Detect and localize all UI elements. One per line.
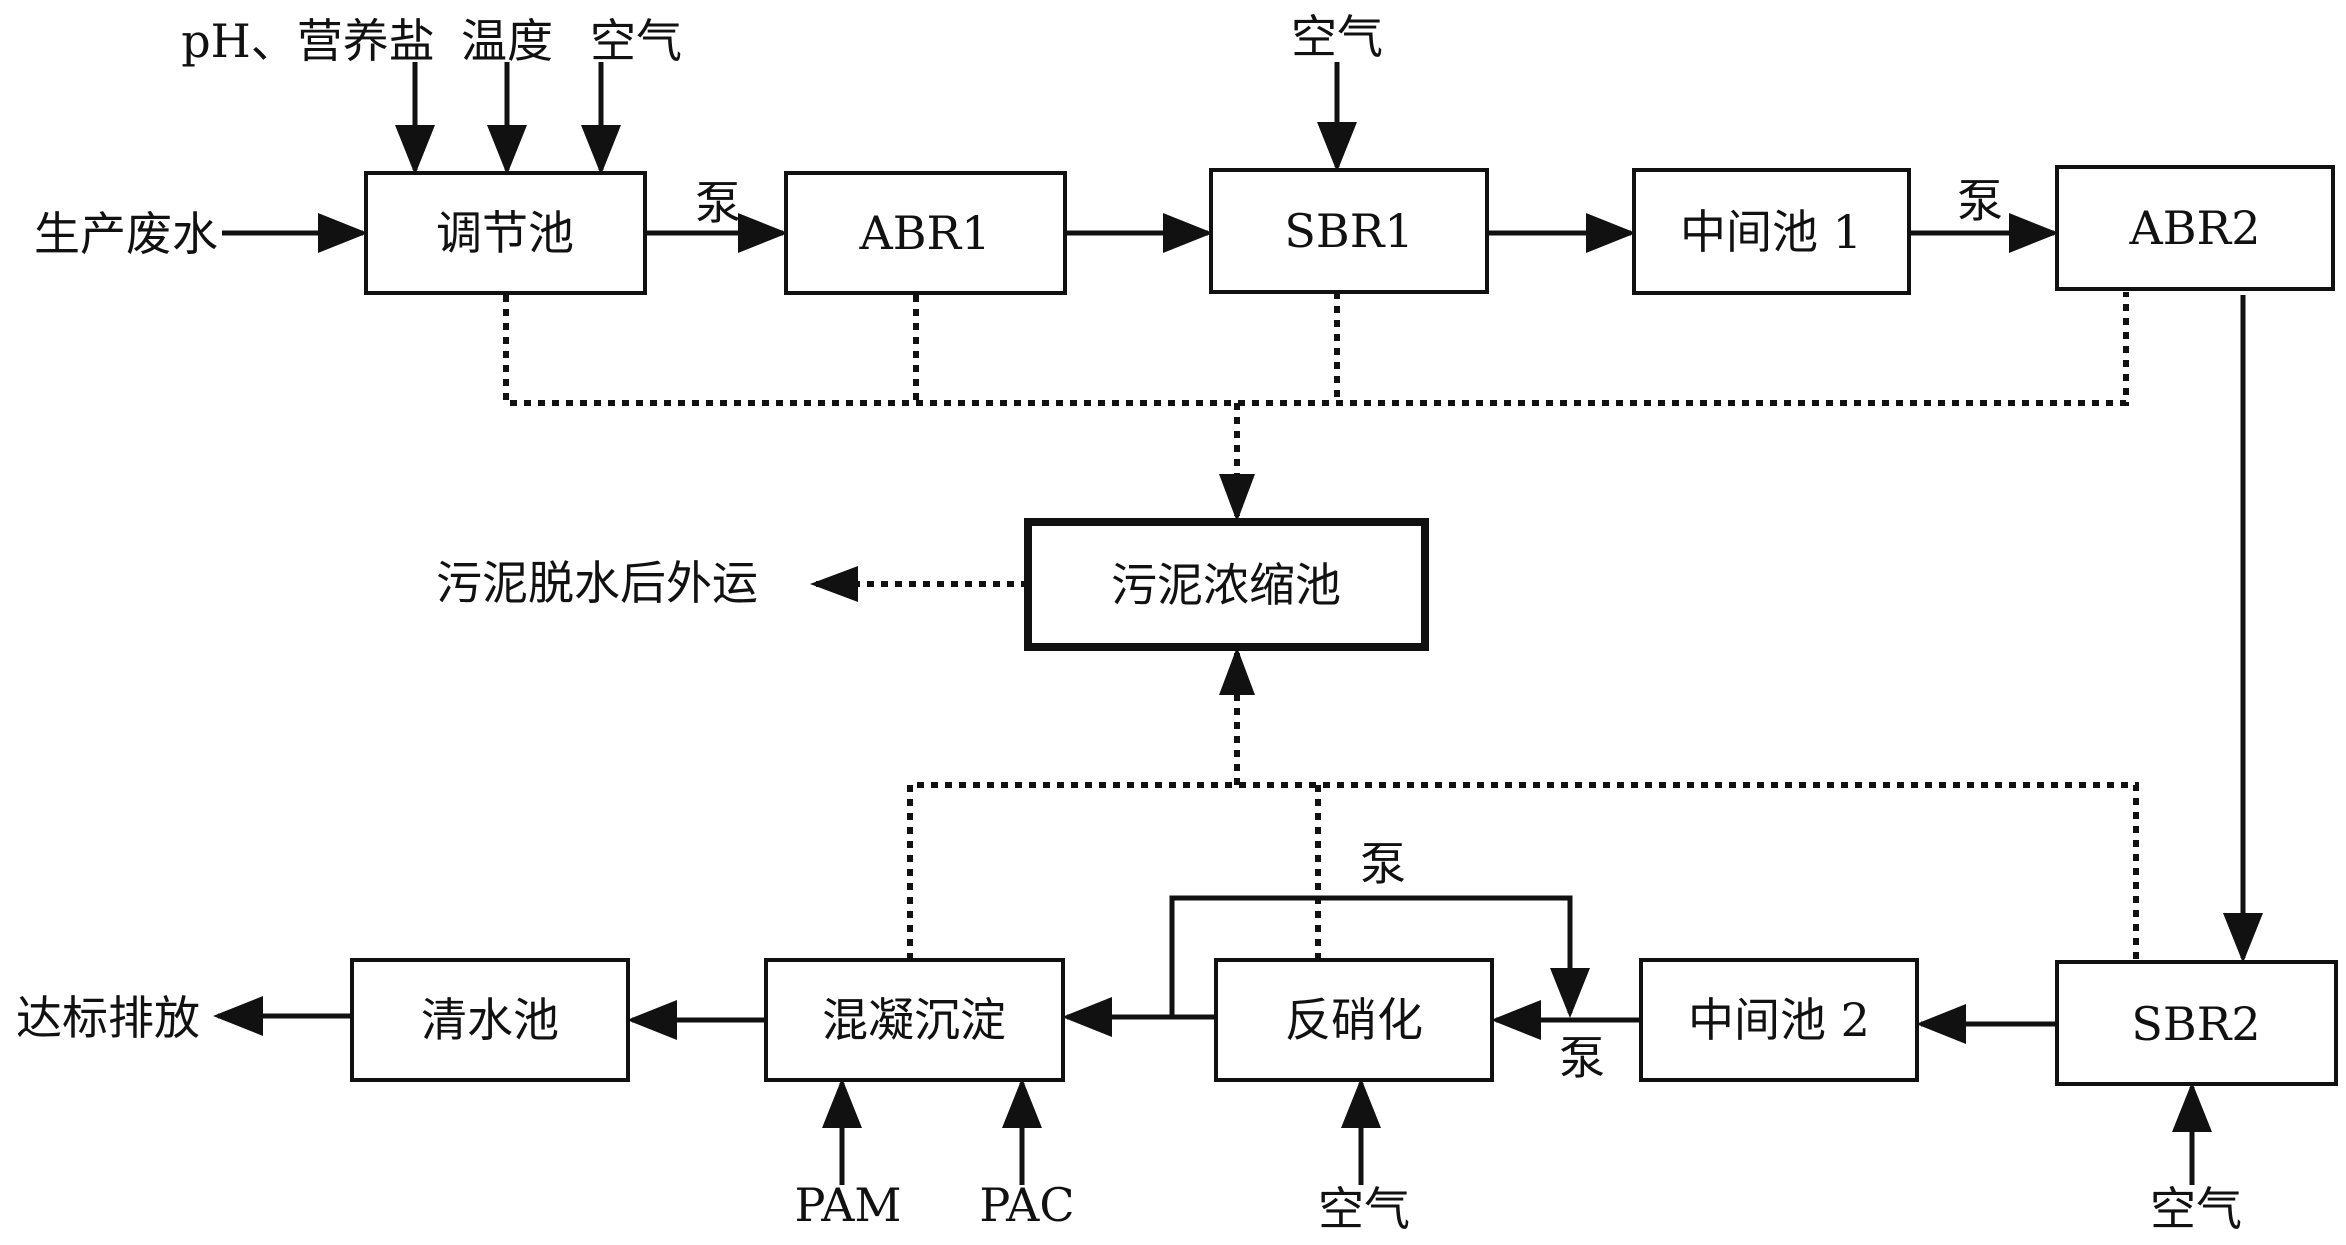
unit-denitrification-label: 反硝化 bbox=[1285, 993, 1423, 1047]
sludge-collection-top bbox=[503, 292, 2129, 522]
label-air-adjust: 空气 bbox=[590, 14, 682, 68]
label-raw-wastewater: 生产废水 bbox=[34, 207, 218, 261]
unit-sludge-thickener: 污泥浓缩池 bbox=[1024, 518, 1429, 651]
label-air-sbr1: 空气 bbox=[1291, 10, 1383, 64]
label-pump-2: 泵 bbox=[1957, 174, 2003, 228]
unit-sludge-thickener-label: 污泥浓缩池 bbox=[1111, 558, 1341, 612]
unit-sbr2: SBR2 bbox=[2055, 960, 2338, 1086]
unit-sbr1: SBR1 bbox=[1209, 168, 1489, 294]
label-air-denitrification: 空气 bbox=[1318, 1182, 1410, 1236]
label-pac: PAC bbox=[979, 1178, 1074, 1232]
unit-abr2-label: ABR2 bbox=[2129, 201, 2261, 255]
label-pump-4: 泵 bbox=[1559, 1031, 1605, 1085]
unit-denitrification: 反硝化 bbox=[1214, 958, 1494, 1082]
label-pam: PAM bbox=[794, 1178, 901, 1232]
unit-coag-sedimentation-label: 混凝沉淀 bbox=[822, 993, 1006, 1047]
unit-intermediate-tank-1-label: 中间池 1 bbox=[1680, 205, 1862, 259]
unit-intermediate-tank-1: 中间池 1 bbox=[1632, 168, 1911, 295]
label-ph-nutrients: pH、营养盐 bbox=[181, 14, 435, 68]
unit-adjust-tank: 调节池 bbox=[364, 171, 647, 295]
label-discharge: 达标排放 bbox=[16, 991, 200, 1045]
unit-clear-water-tank-label: 清水池 bbox=[421, 993, 559, 1047]
unit-intermediate-tank-2: 中间池 2 bbox=[1639, 958, 1919, 1082]
unit-abr2: ABR2 bbox=[2055, 165, 2335, 291]
unit-sbr1-label: SBR1 bbox=[1284, 204, 1413, 258]
label-air-sbr2: 空气 bbox=[2150, 1182, 2242, 1236]
unit-sbr2-label: SBR2 bbox=[2131, 997, 2260, 1051]
unit-abr1-label: ABR1 bbox=[859, 206, 991, 260]
label-pump-1: 泵 bbox=[695, 176, 741, 230]
sludge-collection-bottom bbox=[907, 647, 2139, 960]
unit-abr1: ABR1 bbox=[784, 171, 1067, 295]
unit-intermediate-tank-2-label: 中间池 2 bbox=[1688, 993, 1870, 1047]
flow-recirculation-loop bbox=[1169, 895, 1590, 1018]
unit-coag-sedimentation: 混凝沉淀 bbox=[764, 958, 1065, 1082]
label-temperature: 温度 bbox=[461, 14, 553, 68]
label-sludge-disposal: 污泥脱水后外运 bbox=[436, 556, 758, 610]
unit-adjust-tank-label: 调节池 bbox=[436, 206, 574, 260]
unit-clear-water-tank: 清水池 bbox=[350, 958, 630, 1082]
label-pump-3: 泵 bbox=[1360, 837, 1406, 891]
